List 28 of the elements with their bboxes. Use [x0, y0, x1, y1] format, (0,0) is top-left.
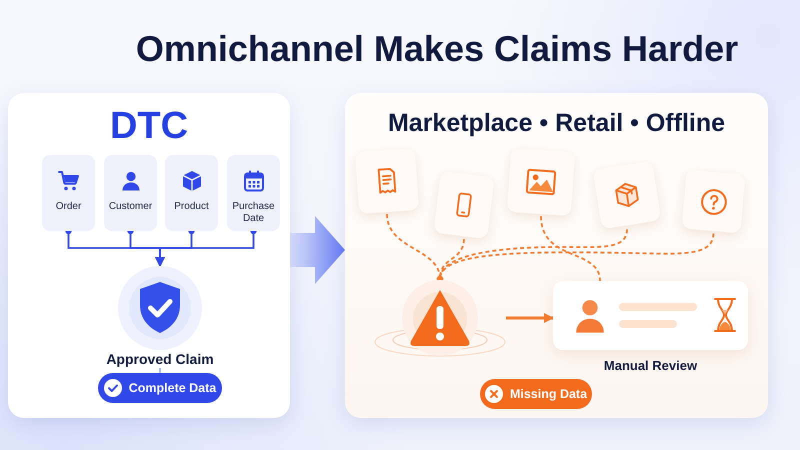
arrow — [506, 313, 554, 323]
image-icon — [506, 148, 576, 216]
warning-icon — [374, 279, 506, 357]
card-label: Order — [56, 201, 82, 213]
status-pill — [98, 373, 222, 403]
status-label: Approved Claim — [106, 351, 214, 367]
panel-heading: Marketplace • Retail • Offline — [388, 109, 726, 138]
dashed-connector — [436, 233, 714, 282]
question-icon — [682, 170, 746, 234]
pill-label: Complete Data — [128, 381, 216, 395]
page-title: Omnichannel Makes Claims Harder — [136, 28, 738, 70]
status-pill — [480, 379, 592, 409]
data-card — [227, 155, 280, 231]
pill-label: Missing Data — [510, 387, 588, 401]
data-card — [104, 155, 157, 231]
block-arrow — [290, 216, 345, 284]
dashed-connector — [540, 216, 601, 282]
review-label: Manual Review — [604, 358, 698, 373]
panel-card — [8, 93, 290, 418]
connector-line — [159, 368, 161, 373]
card-label: Product — [174, 201, 209, 213]
card-label: Purchase Date — [231, 201, 276, 225]
card-label: Customer — [108, 201, 152, 213]
receipt-icon — [354, 148, 420, 214]
data-card — [42, 155, 95, 231]
panel-heading: DTC — [110, 105, 188, 148]
panel-card — [345, 93, 768, 418]
data-card — [165, 155, 218, 231]
